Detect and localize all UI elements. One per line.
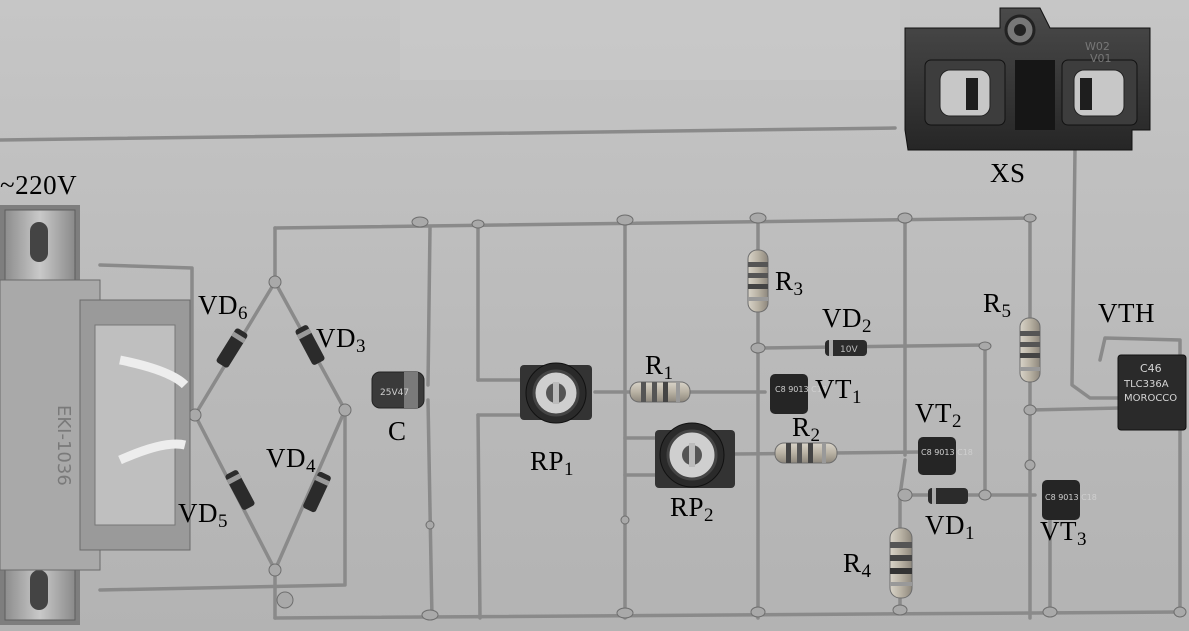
rp1-label: RP1 [530, 446, 575, 480]
transistor-vt3: C8 9013 C18 [1042, 480, 1097, 520]
thyristor-vth: C46 TLC336A MOROCCO [1117, 354, 1187, 431]
r4-label: R4 [843, 548, 872, 582]
vd3-label: VD3 [316, 323, 366, 357]
vd6-label: VD6 [198, 290, 248, 324]
socket-label: XS [990, 158, 1026, 188]
capacitor-c: 25V47 [371, 371, 425, 409]
mains-label: ~220V [0, 170, 78, 200]
resistor-r5 [1019, 317, 1041, 383]
vt3-label: VT3 [1040, 516, 1087, 550]
resistor-r4 [889, 527, 913, 599]
vth-marking-2: TLC336A [1123, 379, 1169, 390]
potentiometer-rp1 [520, 362, 592, 424]
diode-vd2: 10V [825, 340, 867, 356]
socket-code-marking: V01 [1090, 52, 1112, 65]
vd2-label: VD2 [822, 303, 872, 337]
resistor-r2 [774, 442, 838, 464]
transistor-vt2: C8 9013 C18 [918, 437, 973, 475]
vt3-marking: C8 9013 C18 [1045, 493, 1097, 502]
vd4-label: VD4 [266, 443, 316, 477]
transformer: EKI-1036 [0, 205, 191, 625]
r3-label: R3 [775, 266, 804, 300]
capacitor-marking: 25V47 [380, 388, 409, 398]
bridge-diodes [216, 325, 331, 513]
socket-model-marking: W02 [1085, 40, 1110, 53]
potentiometer-rp2 [655, 422, 735, 488]
socket-xs: W02 V01 [904, 7, 1151, 151]
transformer-marking: EKI-1036 [53, 405, 74, 486]
diode-vd1 [928, 488, 968, 504]
vt2-label: VT2 [915, 398, 962, 432]
diode-vd6 [216, 328, 248, 368]
vd1-label: VD1 [925, 510, 975, 544]
vt2-marking: C8 9013 C18 [921, 448, 973, 457]
vd5-label: VD5 [178, 498, 228, 532]
transistor-vt1: C8 9013 C18 [770, 374, 827, 414]
vt1-label: VT1 [815, 374, 862, 408]
r5-label: R5 [983, 288, 1012, 322]
solder-joints [188, 212, 1187, 621]
rp2-label: RP2 [670, 492, 715, 526]
r1-label: R1 [645, 350, 674, 384]
vth-marking-1: C46 [1140, 362, 1162, 375]
capacitor-label: C [388, 416, 407, 446]
r2-label: R2 [792, 412, 821, 446]
diode-vd3 [295, 325, 325, 365]
resistor-r3 [747, 249, 769, 313]
thyristor-label: VTH [1098, 298, 1155, 328]
vt1-marking: C8 9013 C18 [775, 385, 827, 394]
vd2-marking: 10V [840, 345, 858, 355]
resistor-r1 [629, 381, 691, 403]
diode-vd5 [225, 470, 255, 510]
vth-marking-3: MOROCCO [1124, 393, 1177, 404]
diode-vd4 [303, 471, 331, 513]
